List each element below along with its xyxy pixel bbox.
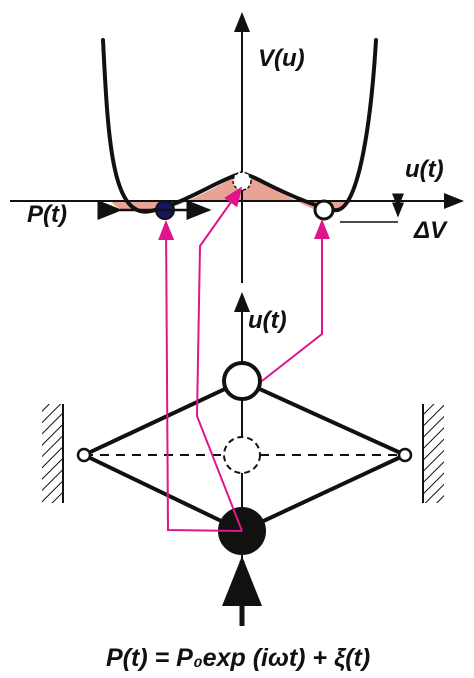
- right-well-ball: [313, 199, 335, 221]
- unstable-state-dashed-circle: [232, 171, 252, 191]
- left-pivot: [76, 447, 92, 463]
- right-pivot: [397, 447, 413, 463]
- displacement-top-label: u(t): [405, 156, 444, 183]
- right-upper-arm: [241, 379, 406, 457]
- delta-v-label: ΔV: [413, 217, 448, 244]
- magenta-arrow-middle: [195, 186, 243, 532]
- upper-state-circle: [222, 361, 262, 401]
- formula-label: P(t) = P₀exp (iωt) + ξ(t): [106, 644, 370, 672]
- potential-label: V(u): [258, 45, 305, 72]
- left-wall-hatch: [42, 404, 63, 503]
- middle-dashed-circle: [223, 436, 261, 474]
- right-lower-arm: [241, 453, 406, 533]
- left-upper-arm: [83, 379, 243, 457]
- magenta-arrow-right: [261, 219, 330, 382]
- displacement-mid-label: u(t): [248, 307, 287, 334]
- right-wall-hatch: [423, 404, 444, 503]
- magenta-arrow-left: [158, 220, 243, 532]
- force-left-label: P(t): [27, 201, 67, 228]
- left-lower-arm: [83, 453, 243, 533]
